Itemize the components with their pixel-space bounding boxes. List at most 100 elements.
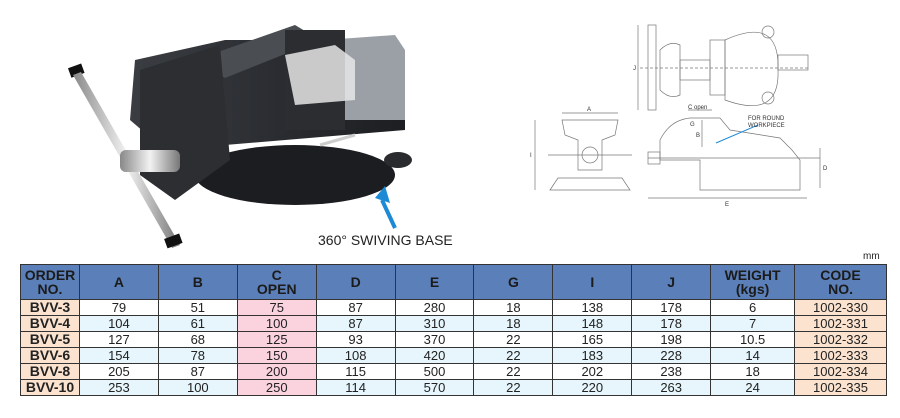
order-no-cell: BVV-4 [20, 315, 80, 332]
table-cell: 420 [394, 347, 475, 364]
column-header: WEIGHT(kgs) [710, 264, 796, 300]
column-header: I [552, 264, 633, 300]
order-no-cell: BVV-3 [20, 299, 80, 316]
table-cell: 253 [78, 379, 159, 396]
order-no-cell: BVV-6 [20, 347, 80, 364]
table-cell: 22 [473, 363, 554, 380]
dim-a: A [587, 107, 591, 113]
technical-drawing: J A I C open B G FOR ROUND WORKPIECE D E [530, 24, 828, 208]
table-cell: 18 [473, 315, 554, 332]
table-cell: 108 [315, 347, 396, 364]
table-cell: 150 [236, 347, 317, 364]
table-cell: 228 [631, 347, 712, 364]
table-cell: 100 [236, 315, 317, 332]
table-cell: 24 [710, 379, 796, 396]
dim-j: J [633, 66, 636, 72]
column-header-text: G [507, 274, 519, 290]
note-workpiece: WORKPIECE [748, 123, 785, 129]
table-cell: 220 [552, 379, 633, 396]
column-header-text: I [590, 274, 595, 290]
table-cell: 78 [157, 347, 238, 364]
table-cell: 178 [631, 315, 712, 332]
swivel-base-caption: 360° SWIVING BASE [318, 232, 453, 248]
code-no-cell: 1002-333 [794, 347, 887, 364]
column-header-text: OPEN [256, 281, 297, 297]
code-no-cell: 1002-334 [794, 363, 887, 380]
table-cell: 370 [394, 331, 475, 348]
column-header-text: E [429, 274, 440, 290]
column-header: A [78, 264, 159, 300]
table-cell: 75 [236, 299, 317, 316]
dim-d: D [823, 166, 828, 172]
column-header-text: ORDER [24, 267, 76, 283]
table-cell: 18 [473, 299, 554, 316]
table-cell: 178 [631, 299, 712, 316]
table-cell: 127 [78, 331, 159, 348]
table-cell: 154 [78, 347, 159, 364]
code-no-cell: 1002-330 [794, 299, 887, 316]
table-cell: 61 [157, 315, 238, 332]
table-cell: 87 [315, 299, 396, 316]
table-cell: 18 [710, 363, 796, 380]
dim-i: I [530, 153, 532, 159]
table-cell: 280 [394, 299, 475, 316]
column-header-text: NO. [37, 281, 63, 297]
table-cell: 14 [710, 347, 796, 364]
table-cell: 500 [394, 363, 475, 380]
code-no-cell: 1002-332 [794, 331, 887, 348]
table-cell: 114 [315, 379, 396, 396]
table-cell: 200 [236, 363, 317, 380]
table-cell: 148 [552, 315, 633, 332]
table-cell: 570 [394, 379, 475, 396]
column-header-text: NO. [828, 281, 853, 297]
table-cell: 87 [315, 315, 396, 332]
unit-label: mm [863, 251, 880, 262]
bench-vise-photo [67, 25, 412, 249]
order-no-cell: BVV-8 [20, 363, 80, 380]
order-no-cell: BVV-10 [20, 379, 80, 396]
column-header-text: C [271, 267, 282, 283]
table-cell: 115 [315, 363, 396, 380]
column-header-text: B [192, 274, 203, 290]
table-cell: 79 [78, 299, 159, 316]
table-cell: 104 [78, 315, 159, 332]
table-cell: 6 [710, 299, 796, 316]
table-cell: 238 [631, 363, 712, 380]
table-cell: 51 [157, 299, 238, 316]
note-for-round: FOR ROUND [748, 116, 785, 122]
table-cell: 205 [78, 363, 159, 380]
table-cell: 22 [473, 379, 554, 396]
table-cell: 10.5 [710, 331, 796, 348]
column-header: B [157, 264, 238, 300]
column-header: J [631, 264, 712, 300]
column-header-text: J [667, 274, 676, 290]
order-no-cell: BVV-5 [20, 331, 80, 348]
table-cell: 93 [315, 331, 396, 348]
table-cell: 198 [631, 331, 712, 348]
table-cell: 183 [552, 347, 633, 364]
table-cell: 68 [157, 331, 238, 348]
column-header: G [473, 264, 554, 300]
table-cell: 100 [157, 379, 238, 396]
dim-g: G [690, 122, 695, 128]
dim-b: B [696, 133, 700, 139]
table-cell: 125 [236, 331, 317, 348]
table-cell: 87 [157, 363, 238, 380]
table-cell: 263 [631, 379, 712, 396]
column-header-text: D [350, 274, 361, 290]
column-header: D [315, 264, 396, 300]
column-header-text: A [113, 274, 124, 290]
table-cell: 202 [552, 363, 633, 380]
